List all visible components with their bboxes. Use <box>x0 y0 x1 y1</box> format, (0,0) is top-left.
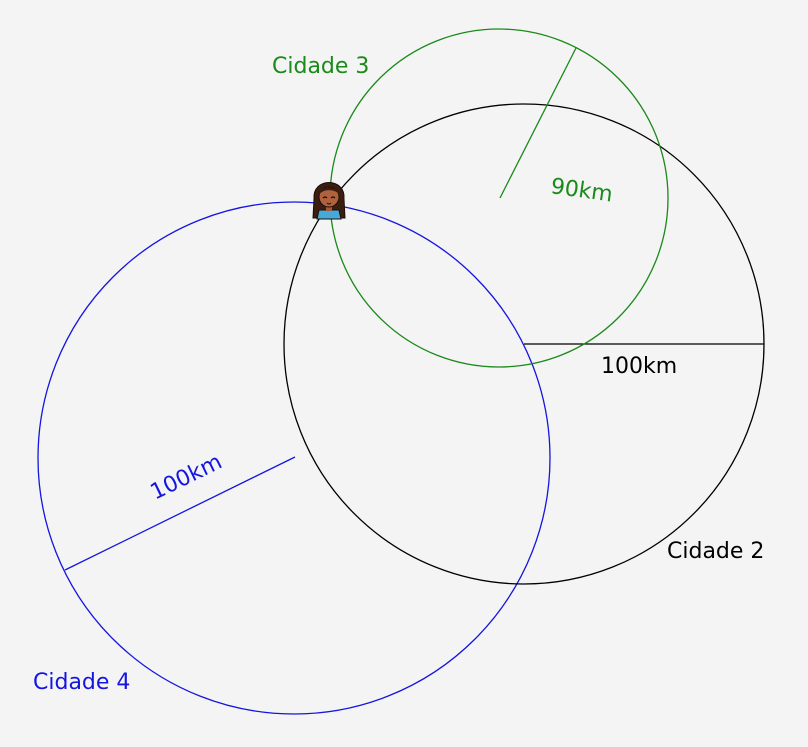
radius-line-cidade-3 <box>499 47 577 199</box>
circle-cidade-4 <box>37 201 551 715</box>
circle-group-cidade-4: 100km Cidade 4 <box>33 201 551 715</box>
radius-label-cidade-2: 100km <box>601 354 677 379</box>
city-label-cidade-4: Cidade 4 <box>33 670 130 695</box>
city-label-cidade-3: Cidade 3 <box>272 54 369 79</box>
radius-label-cidade-3: 90km <box>549 174 614 207</box>
circle-group-cidade-3: 90km Cidade 3 <box>272 28 669 368</box>
radius-line-cidade-4 <box>64 456 296 571</box>
city-label-cidade-2: Cidade 2 <box>667 539 764 564</box>
person-avatar-icon <box>312 182 346 220</box>
circle-cidade-3 <box>329 28 669 368</box>
circle-group-cidade-2: 100km Cidade 2 <box>283 103 765 585</box>
